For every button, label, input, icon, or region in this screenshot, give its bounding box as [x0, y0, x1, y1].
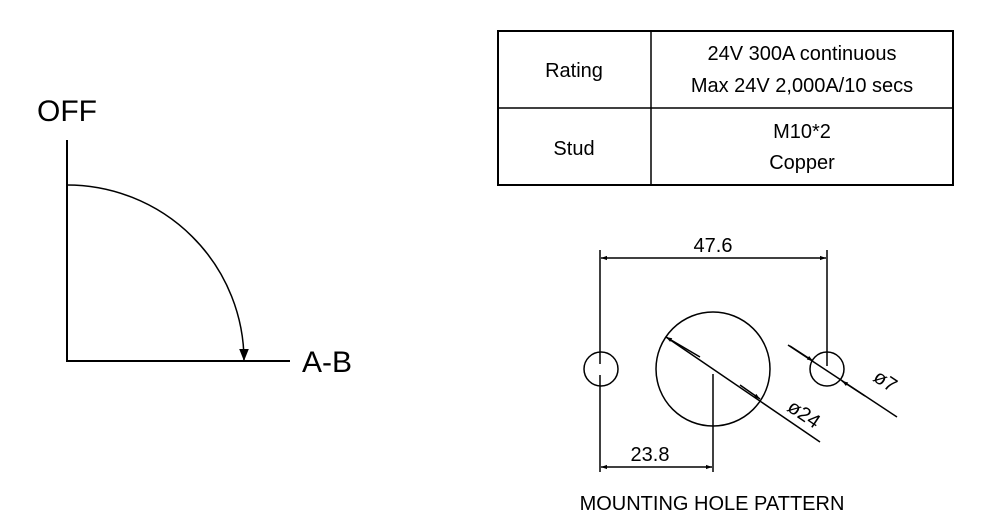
rotation-arrow-icon	[66, 184, 249, 362]
center-hole	[655, 311, 771, 427]
mounting-hole-pattern	[583, 250, 898, 472]
mounting-title: MOUNTING HOLE PATTERN	[580, 493, 845, 515]
spec-table: Rating 24V 300A continuous Max 24V 2,000…	[497, 30, 954, 186]
side-hole-diameter: ø7	[869, 366, 901, 397]
stud-value-line2: Copper	[769, 152, 835, 174]
ab-label: A-B	[302, 346, 352, 379]
stud-label: Stud	[553, 138, 594, 160]
dimension-47-6: 47.6	[694, 235, 733, 257]
rating-value-line1: 24V 300A continuous	[707, 43, 896, 65]
center-hole-diameter: ø24	[783, 396, 824, 433]
center-diameter-leader	[665, 336, 821, 443]
off-label: OFF	[37, 95, 97, 128]
switch-rotation-diagram: OFF A-B	[37, 95, 352, 379]
stud-value-line1: M10*2	[773, 121, 831, 143]
rating-value-line2: Max 24V 2,000A/10 secs	[691, 75, 913, 97]
left-side-hole	[583, 351, 619, 387]
right-side-hole	[809, 351, 845, 387]
rating-label: Rating	[545, 60, 603, 82]
dimension-23-8: 23.8	[631, 444, 670, 466]
